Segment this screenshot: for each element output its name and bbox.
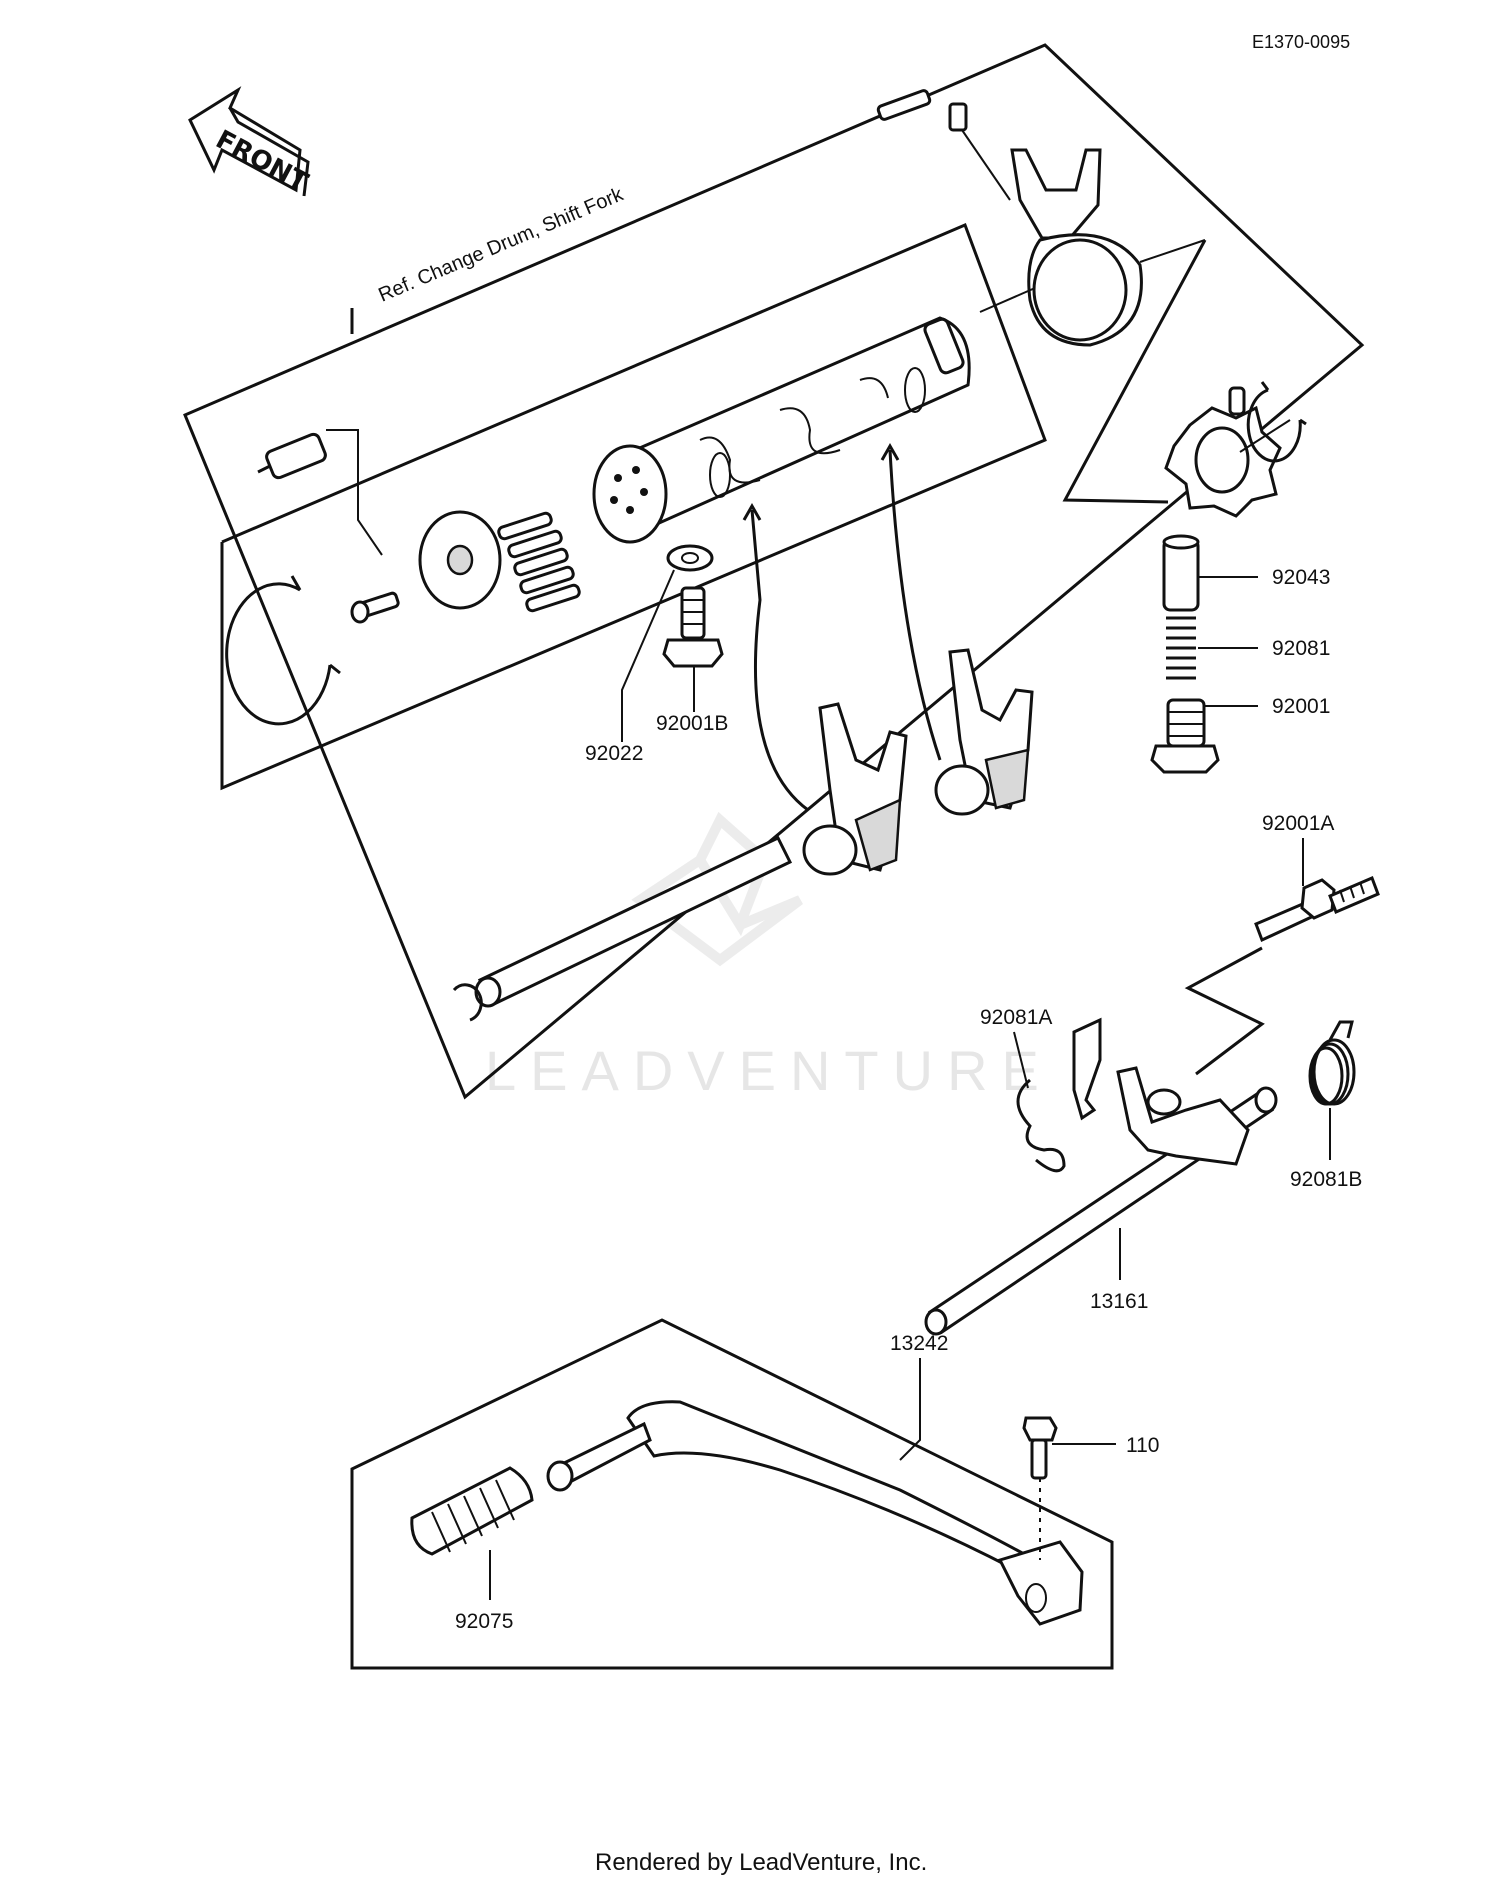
- label-92081B: 92081B: [1290, 1168, 1362, 1191]
- shift-pedal-13242-icon: [546, 1400, 1084, 1626]
- leader-92081A: [1013, 1031, 1029, 1089]
- front-arrow-icon: FRONT: [188, 86, 313, 198]
- footer-credit: Rendered by LeadVenture, Inc.: [595, 1849, 927, 1876]
- screw-icon: [350, 591, 400, 624]
- plug-92001-icon: [1150, 698, 1220, 774]
- detent-pin-92043-icon: [1162, 534, 1200, 612]
- label-92075: 92075: [455, 1610, 513, 1633]
- shaft-group-link: [1184, 946, 1265, 1076]
- label-92001: 92001: [1272, 695, 1330, 718]
- shift-fork-left-icon: [802, 702, 908, 876]
- star-group-frame: [1062, 239, 1207, 504]
- spring-92081-icon: [1166, 616, 1196, 680]
- leader-92022: [621, 569, 675, 742]
- star-cam-icon: [1164, 405, 1282, 518]
- drum-pins-icon: [497, 511, 581, 613]
- label-92001B: 92001B: [656, 712, 728, 735]
- star-link: [1239, 419, 1291, 453]
- label-92001A: 92001A: [1262, 812, 1334, 835]
- reference-box: [183, 43, 1365, 1100]
- bolt-92001B-icon: [662, 586, 724, 668]
- spring-92081A-icon: [1016, 1078, 1066, 1173]
- label-92022: 92022: [585, 742, 643, 765]
- label-92043: 92043: [1272, 566, 1330, 589]
- arrow-fork-right: [880, 442, 942, 761]
- pedal-rubber-92075-icon: [410, 1466, 534, 1556]
- diagram-code: E1370-0095: [1252, 32, 1350, 52]
- drum-subassembly-box: [220, 223, 1047, 791]
- watermark-text: LEADVENTURE: [485, 1039, 1053, 1102]
- bolt-92001A-icon: [1254, 876, 1380, 943]
- label-13161: 13161: [1090, 1290, 1148, 1313]
- dowel-pin-icon: [1228, 386, 1246, 416]
- label-13242: 13242: [890, 1332, 948, 1355]
- snap-ring-icon: [1246, 381, 1307, 463]
- fork-shaft-icon: [452, 836, 793, 1022]
- circlip-icon: [225, 575, 341, 726]
- watermark: LEADVENTURE: [485, 811, 1053, 1102]
- star-group-link: [1139, 239, 1206, 263]
- arrow-fork-left: [742, 502, 809, 812]
- washer-92022-icon: [666, 544, 714, 572]
- pedal-group-box: [350, 1318, 1114, 1670]
- shift-shaft-13161-icon: [924, 1017, 1278, 1336]
- label-92081: 92081: [1272, 637, 1330, 660]
- label-110: 110: [1126, 1434, 1159, 1457]
- shift-fork-right-icon: [934, 648, 1034, 816]
- label-92081A: 92081A: [980, 1006, 1052, 1029]
- reference-note: Ref. Change Drum, Shift Fork: [375, 183, 627, 307]
- return-spring-92081B-icon: [1308, 1020, 1356, 1106]
- change-drum-icon: [592, 316, 971, 544]
- bolt-110-icon: [1022, 1416, 1058, 1560]
- leader-13242: [899, 1358, 921, 1461]
- top-shift-fork-icon: [876, 89, 1143, 347]
- drum-cover-icon: [418, 510, 502, 610]
- neutral-switch-icon: [257, 429, 383, 556]
